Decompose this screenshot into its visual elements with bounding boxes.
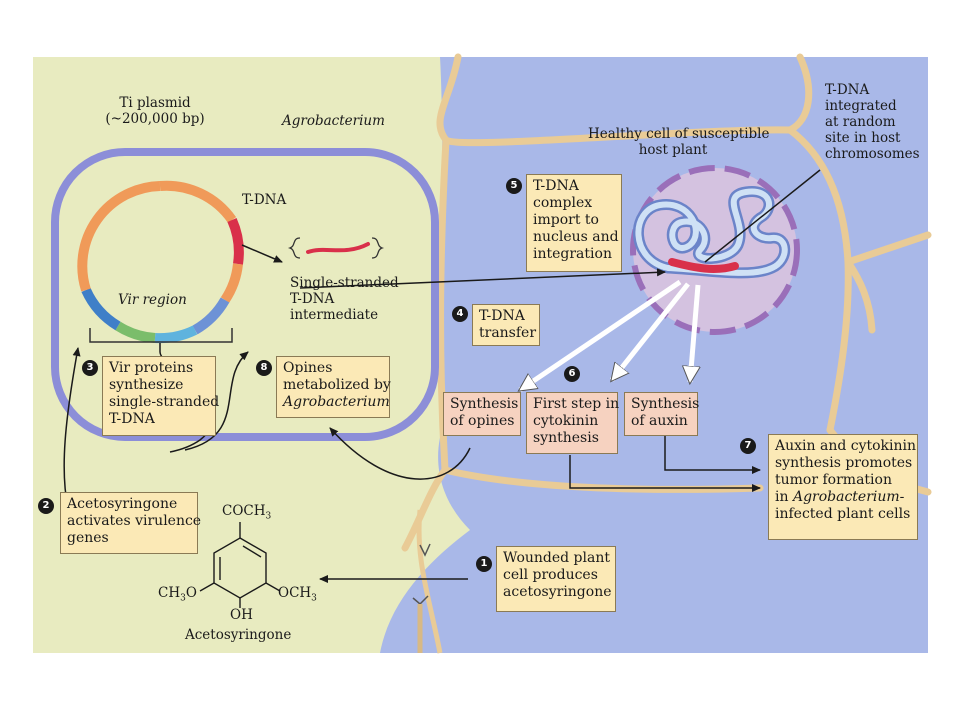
host-signal-arrows bbox=[520, 279, 698, 393]
cell-wall-lower bbox=[416, 509, 443, 654]
process-arrows bbox=[63, 169, 821, 583]
tdna-label: T-DNA bbox=[242, 192, 287, 208]
step-5-box: T-DNA complex import to nucleus and inte… bbox=[526, 174, 622, 272]
step-1-box: Wounded plant cell produces acetosyringo… bbox=[496, 546, 616, 612]
step-6-cytokinin-box: First step in cytokinin synthesis bbox=[526, 392, 619, 454]
nucleus bbox=[630, 165, 800, 335]
vir-region-label: Vir region bbox=[118, 292, 187, 308]
ti-plasmid bbox=[77, 180, 244, 344]
chem-ch3o: CH3O bbox=[158, 585, 197, 604]
ss-tdna-strand bbox=[306, 242, 370, 254]
wound-mark-upper bbox=[419, 543, 431, 557]
agrobacterium-label: Agrobacterium bbox=[282, 113, 385, 129]
host-chromosome-highlight bbox=[635, 188, 788, 276]
step-3-badge: 3 bbox=[82, 360, 98, 376]
ss-intermediate-label: Single-stranded T-DNA intermediate bbox=[290, 275, 399, 323]
step-6-badge: 6 bbox=[564, 366, 580, 382]
step-3-box: Vir proteins synthesize single-stranded … bbox=[102, 356, 219, 436]
acetosyringone-structure bbox=[199, 522, 281, 608]
acetosyringone-label: Acetosyringone bbox=[185, 627, 292, 643]
step-4-box: T-DNA transfer bbox=[472, 304, 540, 346]
step-4-badge: 4 bbox=[452, 306, 468, 322]
step-5-badge: 5 bbox=[506, 178, 522, 194]
left-page-bleed bbox=[0, 0, 33, 720]
step-2-box: Acetosyringone activates virulence genes bbox=[60, 492, 201, 554]
bacterium-cell bbox=[51, 148, 439, 441]
step-7-badge: 7 bbox=[740, 438, 756, 454]
step-6-auxin-box: Synthesis of auxin bbox=[624, 392, 699, 436]
step-8-badge: 8 bbox=[256, 360, 272, 376]
step-7-box: Auxin and cytokinin synthesis promotes t… bbox=[768, 434, 918, 540]
step-1-badge: 1 bbox=[476, 556, 492, 572]
tdna-integrated-label: T-DNA integrated at random site in host … bbox=[825, 82, 920, 162]
ss-intermediate-bracket bbox=[287, 237, 301, 259]
healthy-cell-label: Healthy cell of susceptible host plant bbox=[588, 126, 770, 158]
step-6-opines-box: Synthesis of opines bbox=[443, 392, 521, 436]
vir-region-bracket bbox=[89, 328, 233, 343]
integrated-tdna-segment bbox=[668, 258, 739, 273]
ti-plasmid-label: Ti plasmid (~200,000 bp) bbox=[105, 95, 205, 127]
chem-oh: OH bbox=[230, 607, 253, 623]
chem-coch3: COCH3 bbox=[222, 503, 272, 522]
chem-och3: OCH3 bbox=[278, 585, 317, 604]
ss-intermediate-bracket-right bbox=[371, 237, 385, 259]
step-2-badge: 2 bbox=[38, 498, 54, 514]
step-8-box: Opines metabolized by Agrobacterium bbox=[276, 356, 391, 418]
